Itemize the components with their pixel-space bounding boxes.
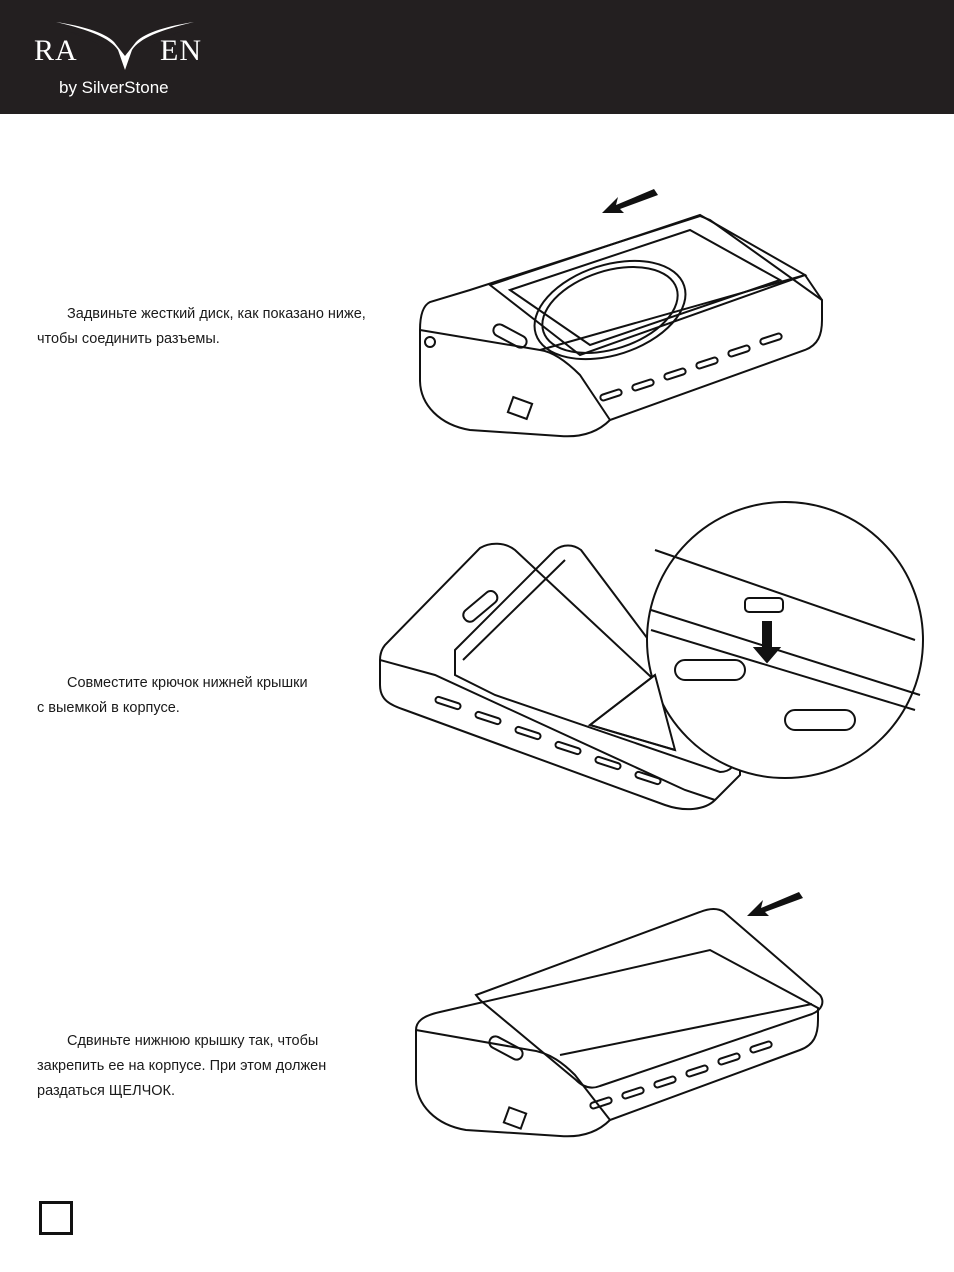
brand-name-left: RA (34, 34, 78, 67)
step-1-text: Задвиньте жесткий диск, как показано ниж… (37, 302, 366, 352)
step-1-line-2: чтобы соединить разъемы. (37, 331, 220, 347)
step-1-illustration (419, 213, 823, 438)
step-3-text: Сдвиньте нижнюю крышку так, чтобы закреп… (37, 1029, 326, 1104)
step-2-illustration (379, 501, 924, 811)
step-2-line-1: Совместите крючок нижней крышки (67, 675, 308, 691)
step-1-line-1: Задвиньте жесткий диск, как показано ниж… (67, 306, 366, 322)
step-3-line-2: закрепить ее на корпусе. При этом должен (37, 1058, 327, 1074)
step-3-illustration (415, 908, 824, 1138)
step-3-line-3: раздаться ЩЕЛЧОК. (37, 1083, 176, 1099)
brand-subtitle: by SilverStone (59, 78, 169, 97)
brand-logo: RA EN by SilverStone (0, 0, 260, 114)
step-3-line-1: Сдвиньте нижнюю крышку так, чтобы (67, 1033, 319, 1049)
direction-arrow-icon (602, 189, 658, 213)
header-bar: RA EN by SilverStone (0, 0, 954, 114)
step-2-line-2: с выемкой в корпусе. (37, 700, 180, 716)
page-number-box (39, 1201, 73, 1235)
brand-name-right: EN (160, 34, 202, 67)
raven-wings-logo (56, 22, 194, 70)
step-2-text: Совместите крючок нижней крышки с выемко… (37, 671, 308, 721)
direction-arrow-icon (747, 892, 803, 916)
